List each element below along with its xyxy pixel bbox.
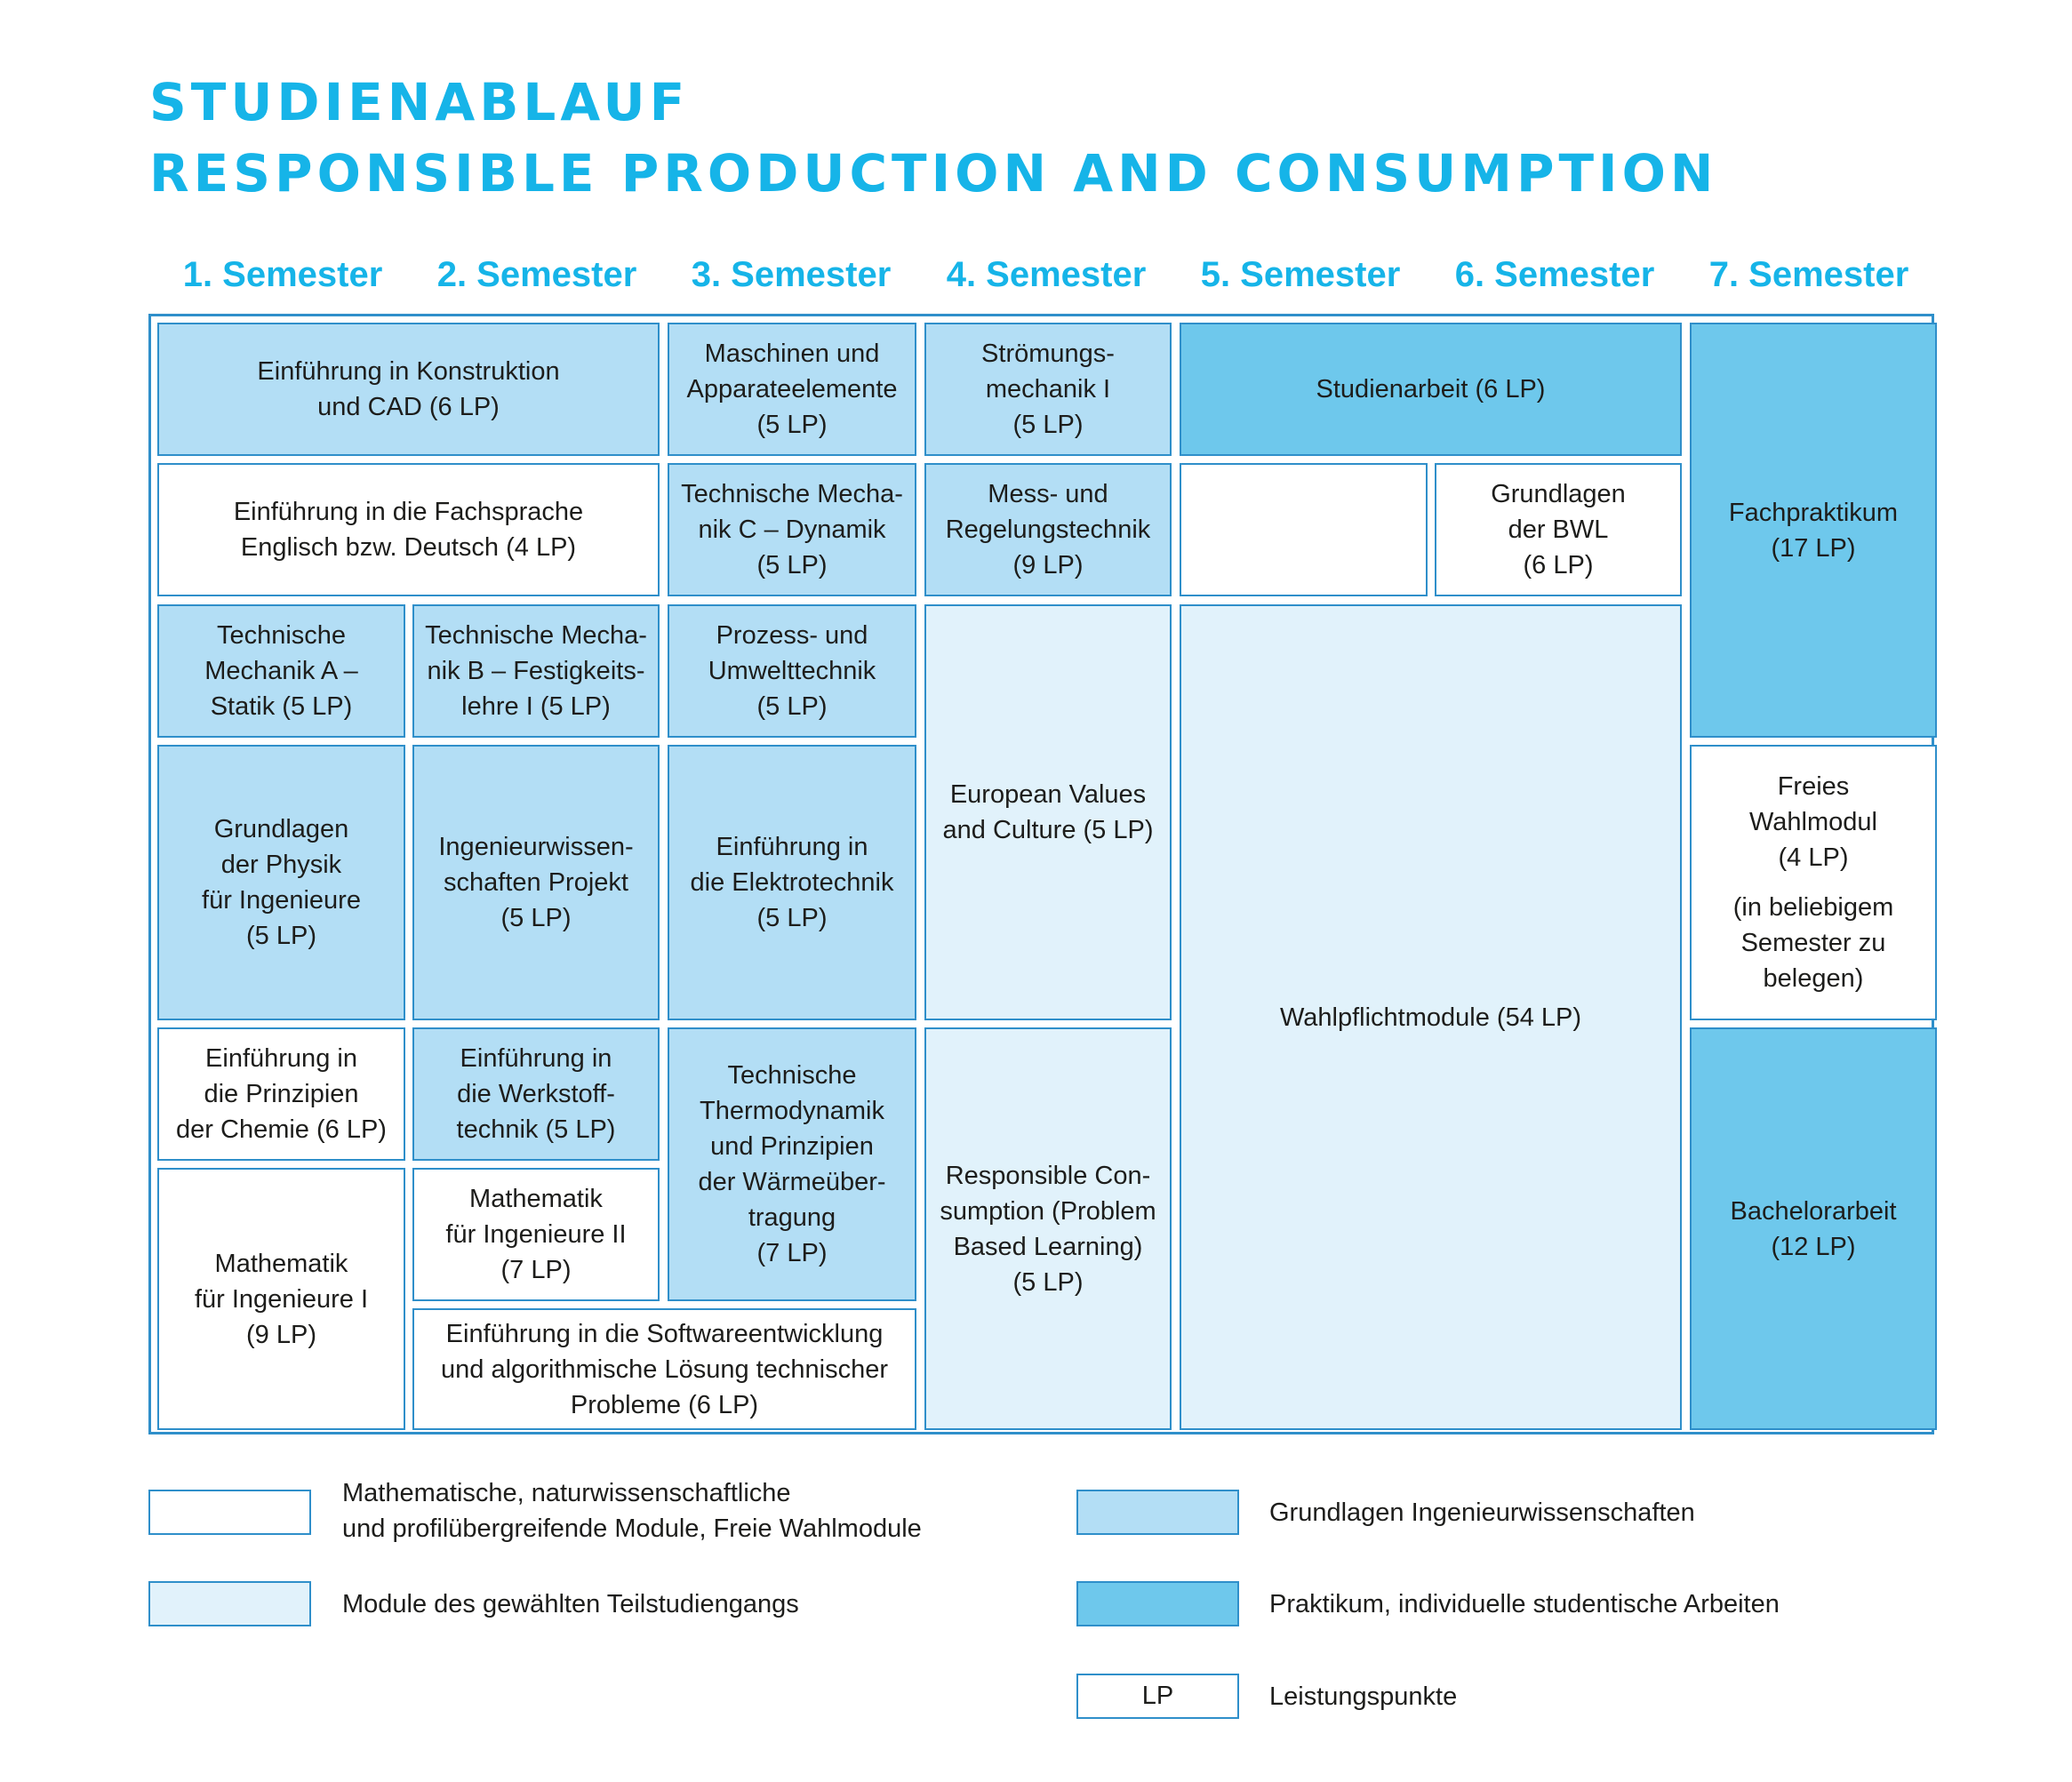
module-elektrotechnik: Einführung in die Elektrotechnik (5 LP) [668,745,916,1020]
module-studienarbeit: Studienarbeit (6 LP) [1180,323,1682,456]
freies-wahlmodul-label: Freies Wahlmodul (4 LP) [1749,772,1877,872]
module-bachelorarbeit: Bachelorarbeit (12 LP) [1690,1027,1937,1430]
semester-6-header: 6. Semester [1454,255,1655,294]
legend-label-white: Mathematische, naturwissenschaftliche un… [342,1479,922,1543]
module-fachpraktikum: Fachpraktikum (17 LP) [1690,323,1937,738]
semester-3-header: 3. Semester [691,255,892,294]
module-wahlpflichtmodule: Wahlpflichtmodule (54 LP) [1180,604,1682,1430]
module-responsible-consumption: Responsible Con- sumption (Problem Based… [924,1027,1172,1430]
module-freies-wahlmodul: Freies Wahlmodul (4 LP) (in beliebigem S… [1690,745,1937,1020]
module-technische-mechanik-a: Technische Mechanik A – Statik (5 LP) [157,604,405,738]
semester-5-header: 5. Semester [1200,255,1401,294]
legend-label-light: Module des gewählten Teilstudiengangs [342,1590,799,1618]
legend-lp-box: LP [1076,1674,1239,1719]
legend-swatch-medium [1076,1490,1239,1535]
legend-swatch-white [148,1490,311,1535]
module-mathematik-2: Mathematik für Ingenieure II (7 LP) [412,1168,660,1301]
module-fachsprache: Einführung in die Fachsprache Englisch b… [157,463,660,596]
module-stroemungsmechanik: Strömungs- mechanik I (5 LP) [924,323,1172,456]
title-studienablauf: STUDIENABLAUF [149,72,690,132]
legend-label-lp: Leistungspunkte [1269,1682,1458,1711]
semester-7-header: 7. Semester [1708,255,1909,294]
module-softwareentwicklung: Einführung in die Softwareentwicklung un… [412,1308,916,1430]
module-european-values: European Values and Culture (5 LP) [924,604,1172,1020]
legend-swatch-dark [1076,1581,1239,1626]
legend-swatch-light [148,1581,311,1626]
module-technische-mechanik-b: Technische Mecha- nik B – Festigkeits- l… [412,604,660,738]
legend-label-medium: Grundlagen Ingenieurwissenschaften [1269,1498,1695,1527]
module-ingenieurwissenschaften-projekt: Ingenieurwissen- schaften Projekt (5 LP) [412,745,660,1020]
module-prozess-umwelttechnik: Prozess- und Umwelttechnik (5 LP) [668,604,916,738]
module-technische-mechanik-c: Technische Mecha- nik C – Dynamik (5 LP) [668,463,916,596]
module-mathematik-1: Mathematik für Ingenieure I (9 LP) [157,1168,405,1430]
module-werkstofftechnik: Einführung in die Werkstoff- technik (5 … [412,1027,660,1161]
semester-2-header: 2. Semester [436,255,637,294]
freies-wahlmodul-note: (in beliebigem Semester zu belegen) [1732,893,1894,993]
module-physik: Grundlagen der Physik für Ingenieure (5 … [157,745,405,1020]
module-grundlagen-bwl: Grundlagen der BWL (6 LP) [1435,463,1682,596]
module-chemie: Einführung in die Prinzipien der Chemie … [157,1027,405,1161]
module-einfuehrung-konstruktion: Einführung in Konstruktion und CAD (6 LP… [157,323,660,456]
module-thermodynamik: Technische Thermodynamik und Prinzipien … [668,1027,916,1301]
module-maschinen-apparateelemente: Maschinen und Apparateelemente (5 LP) [668,323,916,456]
semester-4-header: 4. Semester [946,255,1147,294]
module-empty-slot [1180,463,1428,596]
legend-label-dark: Praktikum, individuelle studentische Arb… [1269,1590,1780,1618]
semester-1-header: 1. Semester [182,255,383,294]
title-program-name: RESPONSIBLE PRODUCTION AND CONSUMPTION [149,143,1718,204]
module-mess-regelungstechnik: Mess- und Regelungstechnik (9 LP) [924,463,1172,596]
